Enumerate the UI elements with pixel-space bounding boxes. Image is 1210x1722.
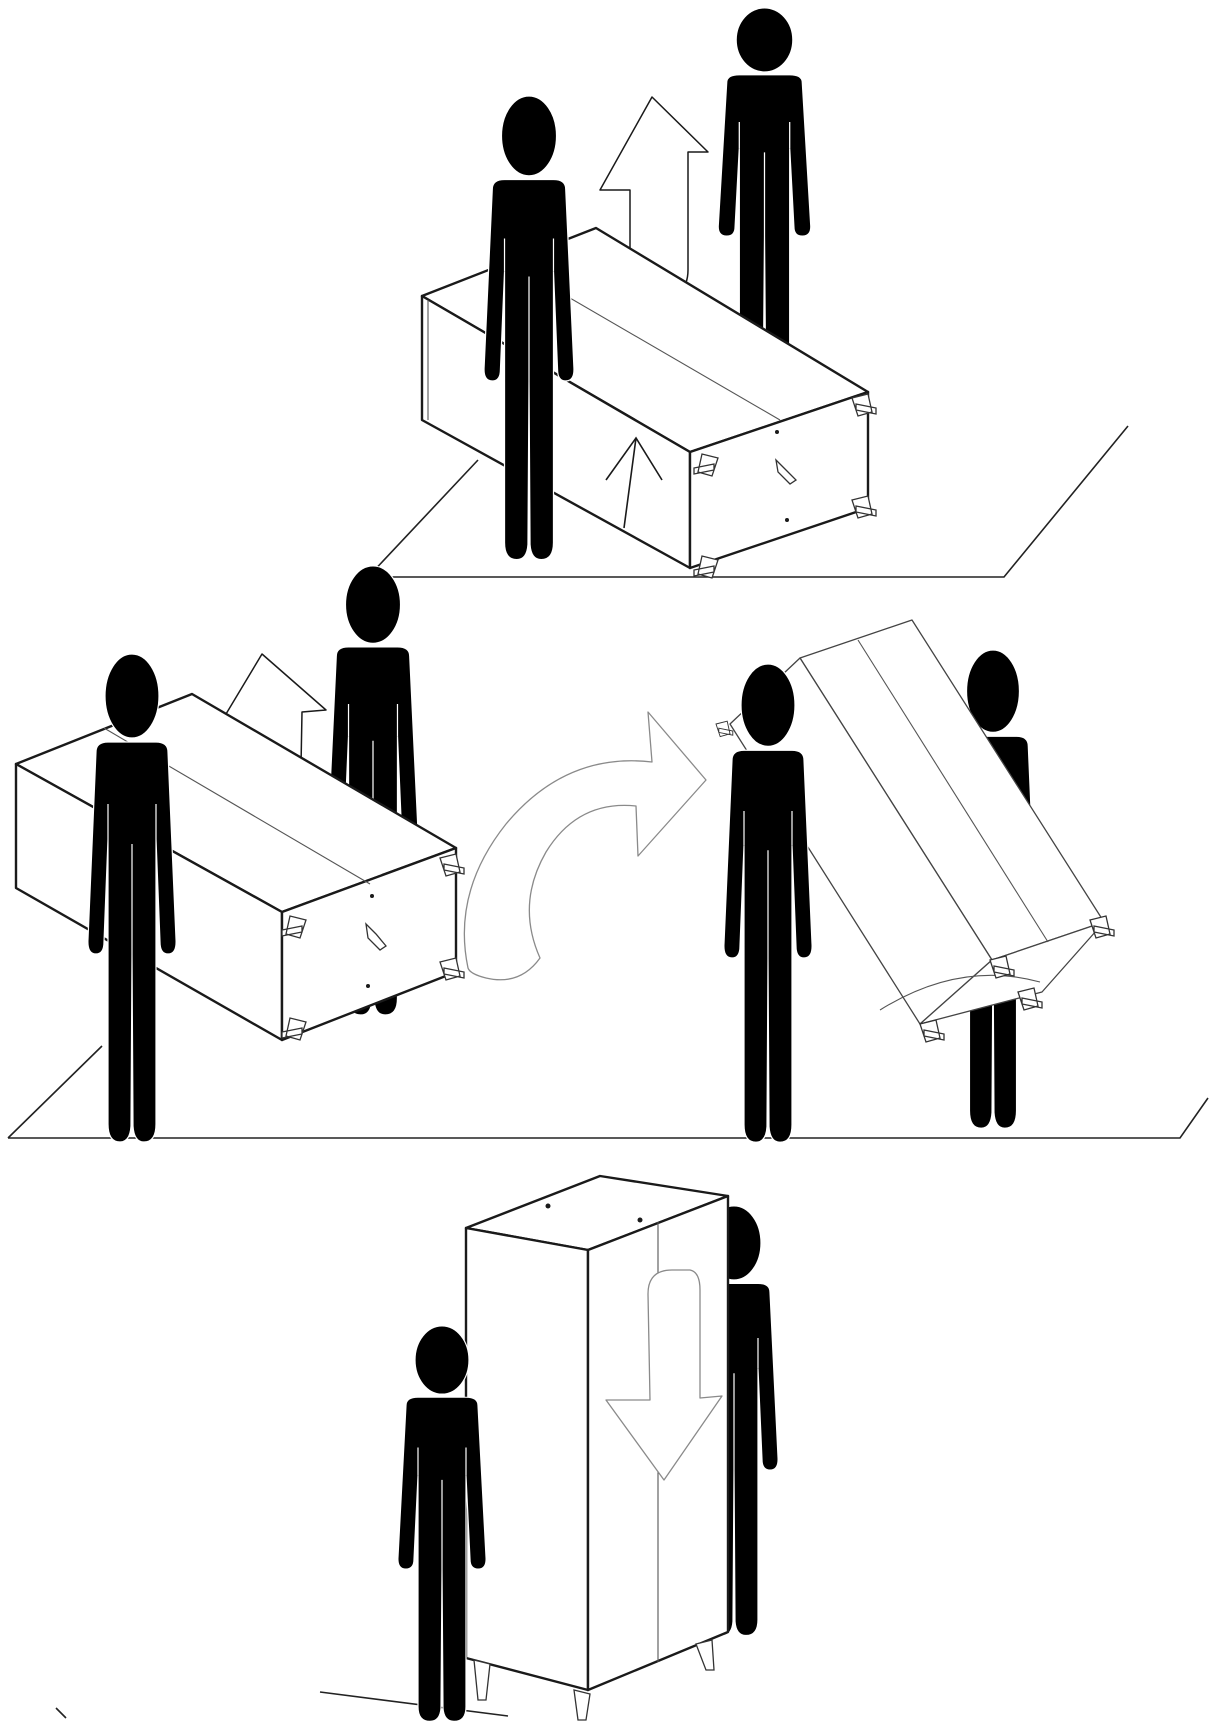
floor-plane-lower	[55, 1691, 509, 1719]
panel-lift	[367, 7, 1129, 579]
panel-lower	[55, 1174, 779, 1722]
cabinet-standing-lower	[464, 1174, 730, 1721]
panel-rotate	[7, 565, 1209, 1143]
floor-plane-rotate	[7, 1045, 1209, 1139]
floor-plane-lift	[367, 425, 1129, 578]
curved-arrow	[463, 711, 707, 981]
down-arrow	[605, 1269, 723, 1481]
